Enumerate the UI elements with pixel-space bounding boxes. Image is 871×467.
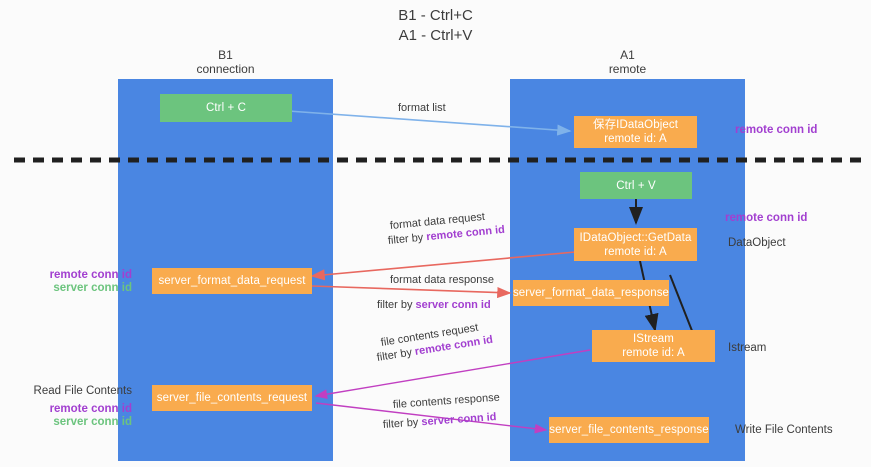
node-istream-line1: IStream xyxy=(633,333,674,345)
label-write-file-contents: Write File Contents xyxy=(735,424,833,436)
page-title: B1 - Ctrl+C A1 - Ctrl+V xyxy=(0,6,871,46)
column-left-role: connection xyxy=(196,62,255,76)
node-ctrl-c[interactable]: Ctrl + C xyxy=(160,94,292,122)
title-line-1: B1 - Ctrl+C xyxy=(398,7,473,24)
column-header-right: A1 remote xyxy=(510,48,745,76)
node-getdata-line2: remote id: A xyxy=(604,245,667,258)
edge-filter-prefix-1: filter by xyxy=(387,231,427,247)
edge-filter-prefix-4: filter by xyxy=(382,416,422,431)
node-istream-line2: remote id: A xyxy=(622,347,685,359)
node-save-idataobject-line1: 保存IDataObject xyxy=(592,119,679,131)
column-right-role: remote xyxy=(608,62,647,76)
label-remote-conn-id-top: remote conn id xyxy=(735,124,818,136)
label-left-remote-conn-id-bottom: remote conn id xyxy=(49,403,132,415)
edge-label-format-data-response: format data response xyxy=(390,274,494,286)
edge-label-format-list: format list xyxy=(398,102,446,114)
label-dataobject: DataObject xyxy=(728,237,786,249)
node-ctrl-c-label: Ctrl + C xyxy=(205,102,247,114)
node-server-file-contents-response-label: server_file_contents_response xyxy=(549,424,709,436)
node-save-idataobject-line2: remote id: A xyxy=(604,133,667,145)
node-server-file-contents-request-label: server_file_contents_request xyxy=(156,392,308,404)
edge-filter-prefix-2: filter by xyxy=(377,299,416,311)
column-right-name: A1 xyxy=(620,48,635,62)
edge-filter-token-4: server conn id xyxy=(420,411,497,429)
node-idataobject-getdata[interactable]: IDataObject::GetData remote id: A xyxy=(574,228,697,261)
edge-filter-token-2: server conn id xyxy=(415,299,491,311)
node-server-format-data-request[interactable]: server_format_data_request xyxy=(152,268,312,294)
label-remote-conn-id-mid: remote conn id xyxy=(725,212,808,224)
node-getdata-line1: IDataObject::GetData xyxy=(579,231,692,244)
node-ctrl-v[interactable]: Ctrl + V xyxy=(580,172,692,199)
column-left-name: B1 xyxy=(218,48,233,62)
label-read-file-contents: Read File Contents xyxy=(33,385,132,397)
edge-label-file-contents-response: file contents response xyxy=(392,391,501,411)
node-server-format-data-request-label: server_format_data_request xyxy=(158,275,306,287)
node-server-format-data-response-label: server_format_data_response xyxy=(512,287,670,299)
label-istream: Istream xyxy=(728,342,767,354)
node-server-file-contents-response[interactable]: server_file_contents_response xyxy=(549,417,709,443)
node-istream[interactable]: IStream remote id: A xyxy=(592,330,715,362)
node-server-file-contents-request[interactable]: server_file_contents_request xyxy=(152,385,312,411)
edge-filter-file-contents-response: filter by server conn id xyxy=(382,410,497,433)
node-save-idataobject[interactable]: 保存IDataObject remote id: A xyxy=(574,116,697,148)
node-server-format-data-response[interactable]: server_format_data_response xyxy=(513,280,669,306)
label-left-server-conn-id: server conn id xyxy=(53,282,132,294)
label-left-remote-conn-id: remote conn id xyxy=(49,269,132,281)
node-ctrl-v-label: Ctrl + V xyxy=(616,179,656,192)
edge-filter-format-data-response: filter by server conn id xyxy=(377,298,491,313)
label-left-server-conn-id-bottom: server conn id xyxy=(53,416,132,428)
column-header-left: B1 connection xyxy=(118,48,333,76)
title-line-2: A1 - Ctrl+V xyxy=(398,27,473,44)
